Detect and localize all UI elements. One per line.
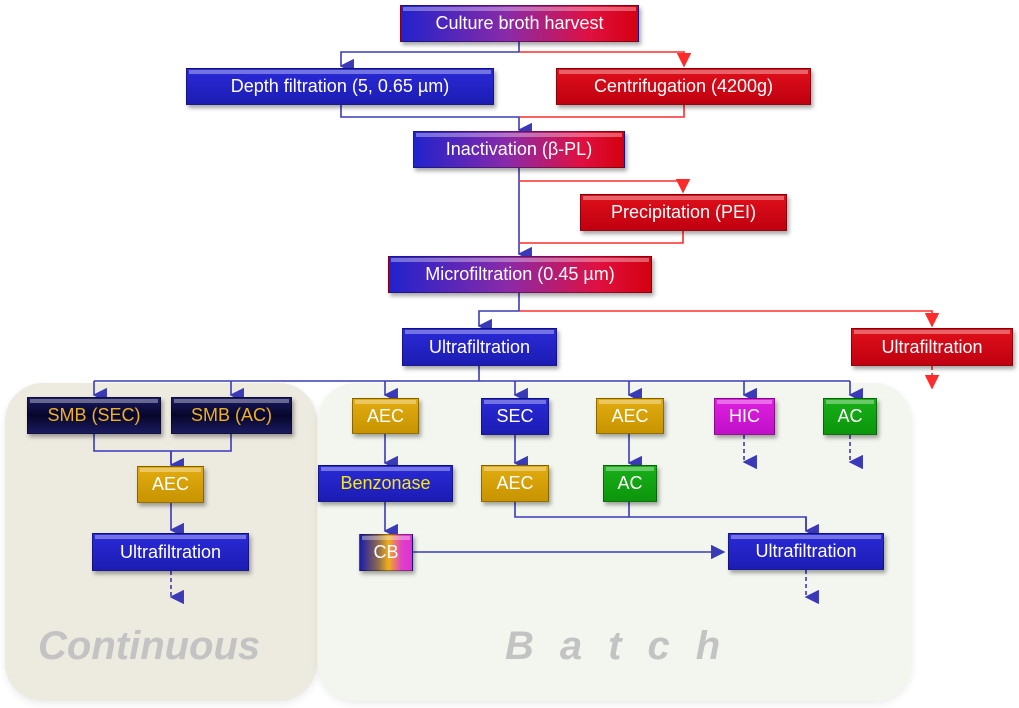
wire-microfiltration-to-red-uf [519, 310, 940, 328]
node-batch-sec[interactable]: SEC [481, 398, 549, 435]
node-ultrafiltration-red[interactable]: Ultrafiltration [851, 328, 1013, 366]
continuous-section-label: Continuous [38, 624, 261, 668]
batch-section-label: Batch [505, 624, 747, 668]
node-centrifugation[interactable]: Centrifugation (4200g) [556, 68, 811, 105]
wire-smb-merge [93, 434, 232, 464]
wire-harvest-to-centrifugation [519, 51, 692, 68]
node-precipitation[interactable]: Precipitation (PEI) [580, 194, 787, 231]
node-cb[interactable]: CB [359, 534, 413, 571]
wire-merge-to-uf [514, 502, 807, 530]
wire-precipitation-return [519, 230, 684, 244]
wire-harvest-to-depth [339, 42, 520, 74]
node-batch-ac-2[interactable]: AC [823, 398, 877, 435]
node-batch-aec-3[interactable]: AEC [596, 398, 664, 434]
node-culture-broth-harvest[interactable]: Culture broth harvest [400, 5, 639, 42]
node-continuous-aec[interactable]: AEC [137, 466, 204, 503]
node-benzonase[interactable]: Benzonase [318, 465, 453, 502]
node-inactivation[interactable]: Inactivation (β-PL) [413, 131, 625, 168]
node-microfiltration[interactable]: Microfiltration (0.45 µm) [388, 256, 652, 293]
node-batch-ac-1[interactable]: AC [603, 465, 657, 502]
wire-inactivation-to-precipitation [519, 179, 691, 194]
wire-microfiltration-to-uf [477, 293, 520, 334]
node-smb-ac[interactable]: SMB (AC) [171, 397, 292, 434]
node-depth-filtration[interactable]: Depth filtration (5, 0.65 µm) [186, 68, 494, 105]
wire-depth-to-inactivation [340, 105, 532, 138]
node-continuous-ultrafiltration[interactable]: Ultrafiltration [92, 533, 249, 571]
wire-centrifugation-merge [519, 105, 685, 118]
node-batch-ultrafiltration[interactable]: Ultrafiltration [728, 533, 884, 570]
wire-uf-bus [94, 366, 850, 382]
node-batch-hic[interactable]: HIC [714, 398, 775, 435]
node-ultrafiltration-main[interactable]: Ultrafiltration [402, 328, 557, 366]
node-smb-sec[interactable]: SMB (SEC) [27, 397, 161, 434]
node-batch-aec-2[interactable]: AEC [481, 465, 549, 502]
node-batch-aec-1[interactable]: AEC [352, 398, 419, 434]
